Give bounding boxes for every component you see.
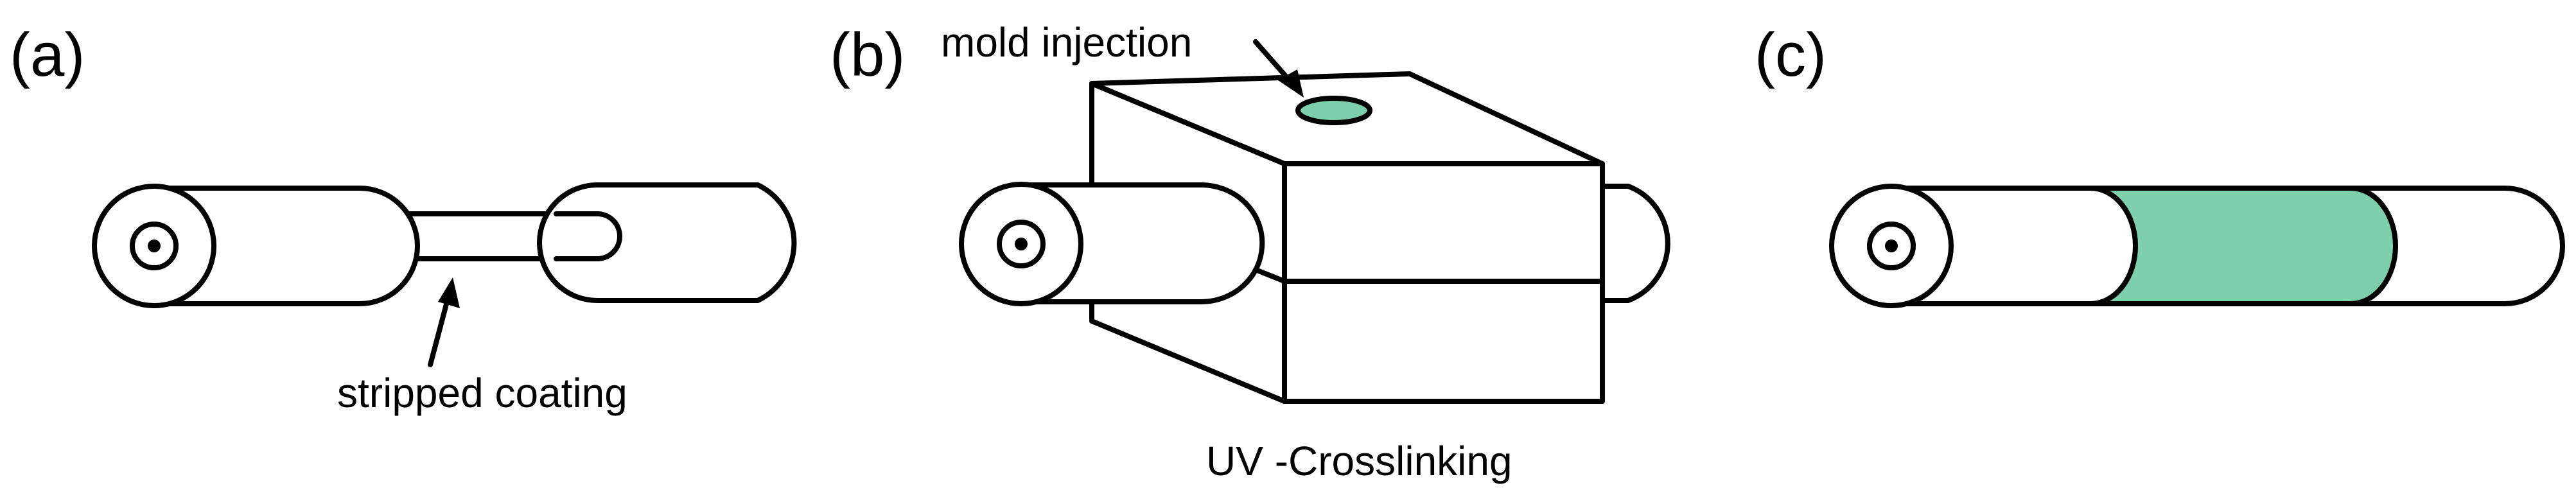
panel-b-label: (b) <box>830 21 905 89</box>
recoated-section <box>2088 186 2398 306</box>
panel-c-label: (c) <box>1755 21 1827 89</box>
fiber-core-dot-c <box>1885 240 1898 252</box>
stripped-coating-label: stripped coating <box>337 370 627 416</box>
fiber-left-body <box>1019 182 1265 305</box>
panel-a: (a) stripped coating <box>10 21 797 416</box>
coated-fiber-left-body <box>152 186 420 306</box>
arrow-head-icon <box>1278 69 1304 98</box>
mold-injection-label: mold injection <box>941 19 1192 65</box>
fiber-end-ring <box>130 222 179 270</box>
arrow-icon <box>428 290 452 367</box>
coated-fiber-right-body <box>537 182 797 303</box>
fiber-core-dot <box>148 240 161 252</box>
panel-b: (b) mold injection UV -Crosslinking <box>830 19 1670 484</box>
arrow-head-icon <box>438 277 460 308</box>
fiber-end-ring-c <box>1867 222 1916 270</box>
uv-crosslinking-label: UV -Crosslinking <box>1206 438 1512 484</box>
injection-port <box>1295 96 1372 125</box>
stripped-fiber-end <box>554 211 622 261</box>
panel-a-label: (a) <box>10 21 85 89</box>
arrow-icon <box>1253 39 1290 81</box>
fiber-end-ring-b <box>997 220 1046 268</box>
fiber-core-dot-b <box>1015 238 1028 250</box>
fiber-right-stub <box>1597 184 1670 303</box>
panel-c: (c) <box>1755 21 2565 308</box>
